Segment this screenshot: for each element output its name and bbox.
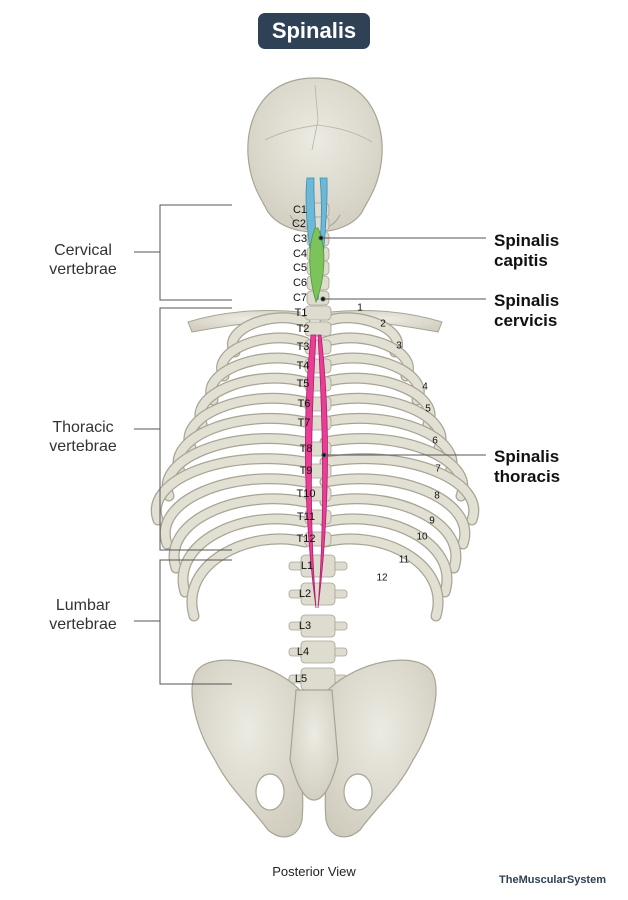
- rib-fill-r-10: [320, 494, 461, 573]
- vertebra-label-t6: T6: [297, 398, 311, 410]
- vertebra-label-l1: L1: [300, 560, 314, 572]
- vertebra-label-c2: C2: [291, 218, 307, 230]
- rib-fill-l-11: [178, 514, 310, 597]
- thoracic-vertebrae-label: Thoracic vertebrae: [49, 419, 117, 455]
- rib-label-3: 3: [396, 340, 402, 352]
- ribcage: [150, 312, 480, 622]
- spinalis-capitis-label: Spinalis capitis: [494, 231, 560, 270]
- rib-fill-l-10: [169, 494, 310, 573]
- region-brackets: [134, 204, 232, 685]
- rib-label-8: 8: [434, 490, 440, 502]
- vertebra-label-l4: L4: [296, 646, 310, 658]
- rib-label-12: 12: [376, 572, 388, 584]
- vertebra-label-t11: T11: [296, 511, 316, 523]
- vertebra-t1: [304, 305, 332, 321]
- vertebra-label-t10: T10: [296, 488, 316, 500]
- spinalis-thoracis-muscle: [305, 334, 328, 609]
- rib-fill-l-9: [161, 474, 310, 549]
- rib-label-7: 7: [435, 463, 441, 475]
- rib-label-10: 10: [416, 531, 428, 543]
- vertebra-label-c5: C5: [292, 262, 308, 274]
- title-badge: Spinalis: [258, 13, 370, 49]
- rib-label-5: 5: [425, 403, 431, 415]
- vertebra-label-c1: C1: [292, 204, 308, 216]
- vertebra-label-t5: T5: [296, 378, 310, 390]
- vertebra-label-c6: C6: [292, 277, 308, 289]
- vertebra-label-c7: C7: [292, 292, 308, 304]
- cervical-vertebrae-label: Cervical vertebrae: [49, 242, 117, 278]
- vertebra-l1: [300, 554, 336, 578]
- leader-lines: [318, 235, 486, 458]
- rib-label-11: 11: [398, 554, 410, 566]
- lumbar-vertebrae-label: Lumbar vertebrae: [49, 597, 117, 633]
- skull: [247, 77, 383, 233]
- vertebra-label-t4: T4: [296, 360, 310, 372]
- pelvis: [191, 659, 437, 838]
- rib-fill-l-8: [152, 454, 310, 525]
- diagram-title: Spinalis: [271, 18, 357, 43]
- vertebra-label-t12: T12: [296, 533, 316, 545]
- rib-label-2: 2: [380, 318, 386, 330]
- rib-fill-r-12: [320, 534, 443, 621]
- spinalis-cervicis-label: Spinalis cervicis: [494, 291, 560, 330]
- spinalis-thoracis-label: Spinalis thoracis: [494, 447, 561, 486]
- vertebra-label-t3: T3: [296, 341, 310, 353]
- rib-l-12: [186, 533, 311, 622]
- vertebra-label-l5: L5: [294, 673, 308, 685]
- vertebra-l3: [300, 614, 336, 638]
- vertebra-label-c4: C4: [292, 248, 308, 260]
- spinalis-cervicis-muscle: [309, 227, 325, 304]
- rib-label-1: 1: [357, 302, 363, 314]
- rib-label-9: 9: [429, 515, 435, 527]
- vertebra-label-t2: T2: [296, 323, 310, 335]
- vertebra-label-t8: T8: [299, 443, 313, 455]
- rib-fill-r-8: [320, 454, 478, 525]
- vertebra-label-t1: T1: [294, 307, 308, 319]
- view-caption: Posterior View: [272, 864, 356, 879]
- vertebra-label-c3: C3: [292, 233, 308, 245]
- vertebra-label-t7: T7: [297, 417, 311, 429]
- vertebra-l4: [300, 640, 336, 664]
- vertebra-label-l2: L2: [298, 588, 312, 600]
- rib-label-4: 4: [422, 381, 428, 393]
- rib-label-6: 6: [432, 435, 438, 447]
- vertebra-label-t9: T9: [299, 465, 313, 477]
- rib-fill-l-12: [187, 534, 310, 621]
- rib-fill-r-9: [320, 474, 469, 549]
- vertebra-label-l3: L3: [298, 620, 312, 632]
- rib-fill-r-11: [320, 514, 452, 597]
- watermark: TheMuscularSystem: [499, 874, 606, 886]
